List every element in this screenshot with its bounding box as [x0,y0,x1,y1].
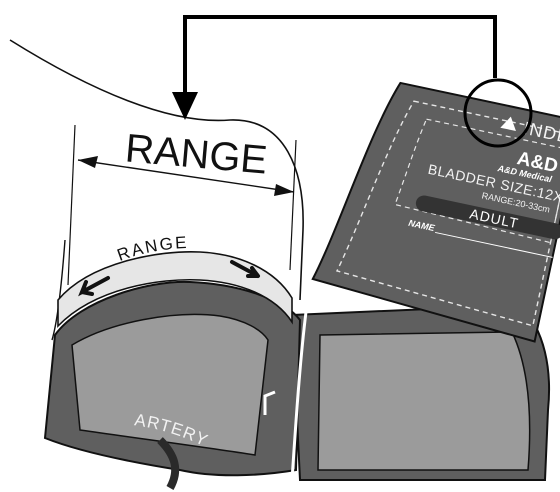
pointer-line [183,15,497,100]
range-guide-right [289,139,297,271]
range-guide-left [67,124,76,286]
adult-pill [415,195,560,240]
range-title: RANGE [123,126,269,182]
index-highlight-circle [463,78,533,148]
pointer-arrow-icon [172,92,198,120]
range-arrow-right-icon [230,260,260,278]
tube [157,437,180,490]
arm-outline [9,39,304,301]
range-arrow-left-icon [78,276,110,297]
range-dimension-line [77,159,295,193]
flap-stitching [335,100,560,327]
range-dimension-arrow-right-icon [274,184,294,196]
name-line [435,231,553,258]
artery-marker-icon [263,390,276,415]
cuff-flap: INDEX A&D A&D Medical BLADDER SIZE:12X24… [311,81,560,343]
range-dimension-arrow-left-icon [78,156,98,168]
cuff-seam [290,311,308,481]
cuff-front-inner [71,313,269,456]
index-triangle-icon [500,116,516,132]
cuff-back-inner [317,331,531,471]
range-band [57,250,293,328]
